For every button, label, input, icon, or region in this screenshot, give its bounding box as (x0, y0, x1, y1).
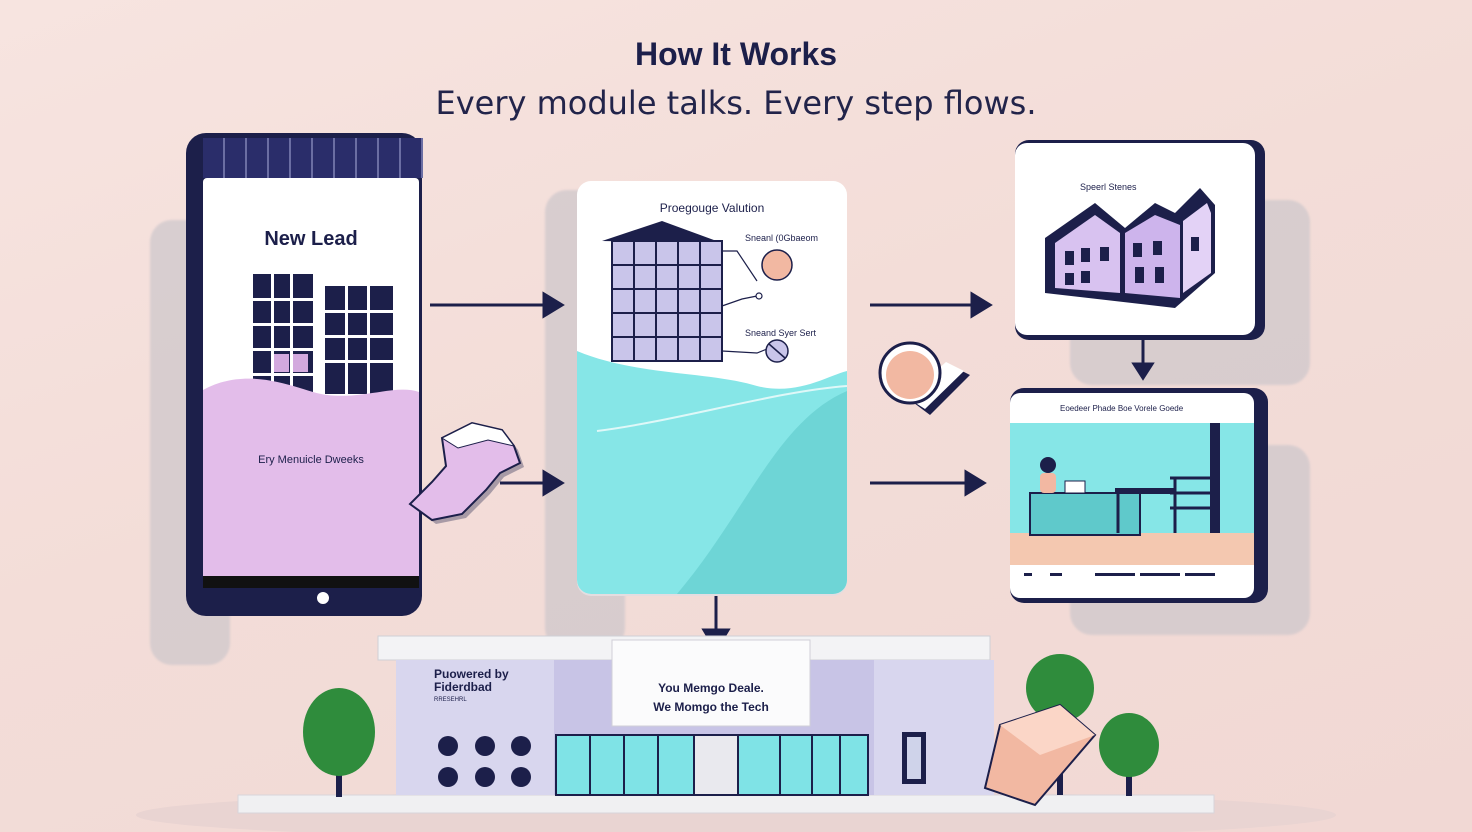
tablet-top-panels (203, 138, 423, 178)
valuation-card (577, 181, 847, 594)
office-illustration (1010, 423, 1254, 576)
page-subtitle: Every module talks. Every step flows. (435, 84, 1037, 122)
shelf-icon (1170, 476, 1210, 533)
building-grid-icon (602, 221, 723, 362)
window-grid-right-icon (325, 286, 393, 394)
tablet-home-button[interactable] (315, 590, 331, 606)
new-lead-caption: Ery Menuicle Dweeks (258, 454, 364, 466)
receptionist-icon (1040, 457, 1086, 494)
arrow-head-right-icon (542, 291, 565, 319)
pointer-cursor-icon (408, 421, 524, 524)
tablet-bottom-bar (203, 576, 419, 588)
new-lead-label: New Lead (264, 228, 358, 250)
peach-circle-icon (761, 249, 793, 281)
house-illustration (1045, 188, 1215, 308)
arrow-head-right-icon (542, 469, 565, 497)
tree-left-icon (303, 688, 375, 797)
listing-card-screen (1015, 143, 1255, 335)
sign-line-1: You Memgo Deale. (658, 681, 764, 695)
powered-by-label: Puowered by Fiderdbad RRESEHRL (434, 668, 509, 707)
tablet-illustration (203, 274, 419, 578)
window-grid-left-icon (253, 274, 313, 392)
arrow-head-right-icon (970, 291, 993, 319)
valuation-note-top: Sneanl (0Gbaeom (745, 233, 819, 243)
annotation-lines (721, 249, 793, 363)
arrow-head-right-icon (964, 469, 987, 497)
tablet-screen (203, 178, 419, 588)
company-name: Fiderdbad (434, 680, 493, 694)
valuation-note-bottom: Sneand Syer Sert (745, 328, 817, 338)
valuation-label: Proegouge Valution (659, 201, 765, 215)
office-card-screen (1010, 393, 1254, 598)
office-card-label: Eoedeer Phade Boe Vorele Goede (1060, 404, 1184, 413)
company-tagline: RRESEHRL (434, 697, 467, 703)
arrow-head-down-icon (1131, 362, 1155, 381)
sign-line-2: We Momgo the Tech (653, 700, 769, 714)
package-box-icon (983, 703, 1097, 807)
entrance-door-icon (693, 734, 739, 796)
tree-right-icon (1099, 713, 1159, 796)
valuation-illustration (577, 221, 847, 594)
listing-card-label: Speerl Stenes (1080, 182, 1137, 192)
peach-lens-icon (878, 341, 970, 415)
powered-by-text: Puowered by (434, 667, 509, 681)
service-icons (438, 736, 531, 787)
house-icon (1045, 188, 1215, 308)
page-title: How It Works (634, 36, 838, 72)
